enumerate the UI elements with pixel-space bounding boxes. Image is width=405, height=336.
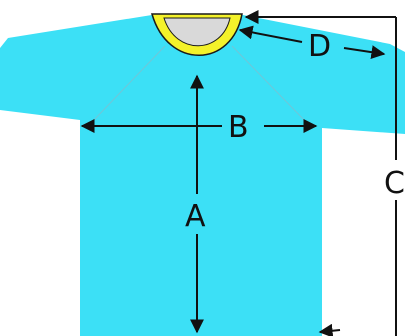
dimension-d-line-right: [343, 45, 386, 60]
dimension-b-label: B: [228, 110, 249, 145]
neck-opening: [163, 17, 231, 47]
shirt-body: [0, 14, 405, 336]
dimension-d-line-left: [238, 25, 303, 43]
dimension-c-bottom-tick: [318, 323, 341, 336]
left-seam: [91, 45, 166, 123]
right-seam: [231, 45, 311, 127]
dimension-a-label: A: [185, 199, 206, 234]
dimension-c-label: C: [384, 166, 405, 201]
dimension-d-label: D: [308, 29, 331, 64]
